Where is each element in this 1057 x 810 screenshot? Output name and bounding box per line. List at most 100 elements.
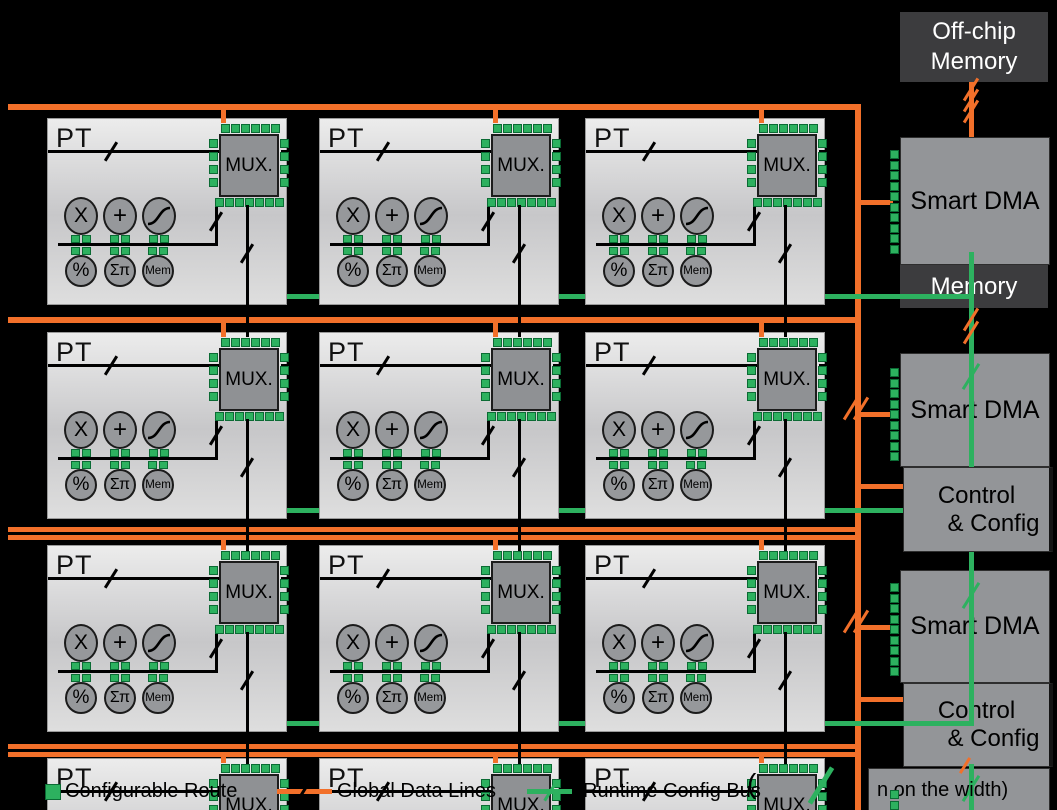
processing-tile: PT MUX. X + % Σπ Mem	[47, 332, 289, 519]
modulo-label: %	[610, 260, 628, 281]
multiply-label: X	[73, 631, 88, 654]
configurable-route-port	[890, 420, 899, 430]
sum-product-unit: Σπ	[104, 469, 136, 501]
configurable-route-port	[251, 764, 260, 773]
configurable-route-port	[209, 566, 218, 575]
configurable-route-port	[149, 662, 158, 670]
configurable-route-port	[393, 662, 402, 670]
global-bus-row4-a	[8, 744, 858, 749]
configurable-route-port	[533, 124, 542, 133]
configurable-route-port	[890, 192, 899, 201]
configurable-route-port	[759, 764, 768, 773]
tile-input-wire	[586, 150, 757, 153]
sum-product-label: Σπ	[109, 689, 131, 706]
mux-down-wire-left	[487, 206, 490, 246]
configurable-route-port	[552, 592, 561, 601]
configurable-route-port	[789, 338, 798, 347]
modulo-label: %	[610, 687, 628, 708]
modulo-label: %	[344, 260, 362, 281]
global-bus-row2	[8, 317, 858, 323]
configurable-route-port	[271, 338, 280, 347]
configurable-route-port	[890, 213, 899, 222]
configurable-route-port	[261, 551, 270, 560]
add-unit: +	[641, 197, 675, 235]
configurable-route-port	[121, 235, 130, 243]
bus-dma2-stub	[861, 412, 893, 417]
configurable-route-port	[420, 674, 429, 682]
multiply-label: X	[345, 418, 360, 441]
mux-label: MUX.	[225, 581, 273, 603]
tile-input-wire	[320, 790, 491, 793]
configurable-route-port	[609, 461, 618, 469]
configurable-route-port	[148, 674, 157, 682]
configurable-route-port	[890, 614, 899, 624]
configurable-route-port	[648, 235, 657, 243]
configurable-route-port	[753, 198, 762, 207]
configurable-route-port	[523, 764, 532, 773]
configurable-route-port	[517, 625, 526, 634]
tile-input-wire	[586, 790, 757, 793]
multiply-label: X	[73, 418, 88, 441]
configurable-route-port	[747, 592, 756, 601]
configurable-route-port	[149, 449, 158, 457]
configurable-route-port	[382, 674, 391, 682]
configurable-route-port	[420, 461, 429, 469]
configurable-route-port	[481, 592, 490, 601]
configurable-route-port	[513, 124, 522, 133]
configurable-route-port	[209, 792, 218, 801]
configurable-route-port	[507, 412, 516, 421]
configurable-route-port	[687, 235, 696, 243]
mux-down-wire-left	[753, 420, 756, 460]
configurable-route-port	[481, 792, 490, 801]
configurable-route-port	[543, 764, 552, 773]
configurable-route-port	[209, 392, 218, 401]
mux-label: MUX.	[763, 368, 811, 390]
configurable-route-port	[432, 449, 441, 457]
configurable-route-port	[354, 247, 363, 255]
global-bus-mux-stub	[221, 757, 226, 763]
memory-unit: Mem	[142, 255, 174, 287]
config-route-row2	[825, 508, 903, 513]
memory-unit: Mem	[680, 469, 712, 501]
configurable-route-port	[231, 124, 240, 133]
processing-tile: PT MUX. X + % Σπ Mem	[47, 118, 289, 305]
tile-label: PT	[328, 337, 365, 367]
configurable-route-port	[354, 449, 363, 457]
configurable-route-port	[779, 764, 788, 773]
mux-down-wire-right	[518, 205, 521, 337]
configurable-route-port	[280, 779, 289, 788]
global-bus-mux-stub	[493, 540, 498, 550]
configurable-route-port	[687, 449, 696, 457]
configurable-route-port	[697, 461, 706, 469]
configurable-route-port	[523, 124, 532, 133]
mux-right-wire	[553, 577, 560, 580]
mux-right-wire	[819, 364, 826, 367]
tile-label: PT	[56, 337, 93, 367]
configurable-route-port	[527, 198, 536, 207]
processing-tile: PT MUX. X + % Σπ Mem	[585, 545, 827, 732]
config-route-row3	[287, 721, 319, 726]
configurable-route-port	[890, 625, 899, 634]
configurable-route-port	[215, 412, 224, 421]
offchip-line1: Off-chip	[932, 18, 1016, 45]
configurable-route-port	[648, 461, 657, 469]
configurable-route-port	[221, 551, 230, 560]
configurable-route-port	[543, 124, 552, 133]
configurable-route-port	[159, 674, 168, 682]
unit-bus-wire	[596, 670, 756, 673]
global-bus-mux-stub	[493, 323, 498, 337]
config-route-row2	[287, 508, 319, 513]
add-unit: +	[375, 624, 409, 662]
configurable-route-port	[487, 198, 496, 207]
sigmoid-icon	[147, 633, 171, 653]
configurable-route-port	[890, 790, 899, 799]
configurable-route-port	[537, 198, 546, 207]
configurable-route-port	[890, 223, 899, 233]
sigmoid-unit	[142, 624, 176, 662]
configurable-route-port	[121, 662, 130, 670]
configurable-route-port	[697, 247, 706, 255]
configurable-route-port	[769, 764, 778, 773]
config-route-row3	[825, 721, 974, 726]
configurable-route-port	[523, 338, 532, 347]
configurable-route-port	[818, 178, 827, 187]
